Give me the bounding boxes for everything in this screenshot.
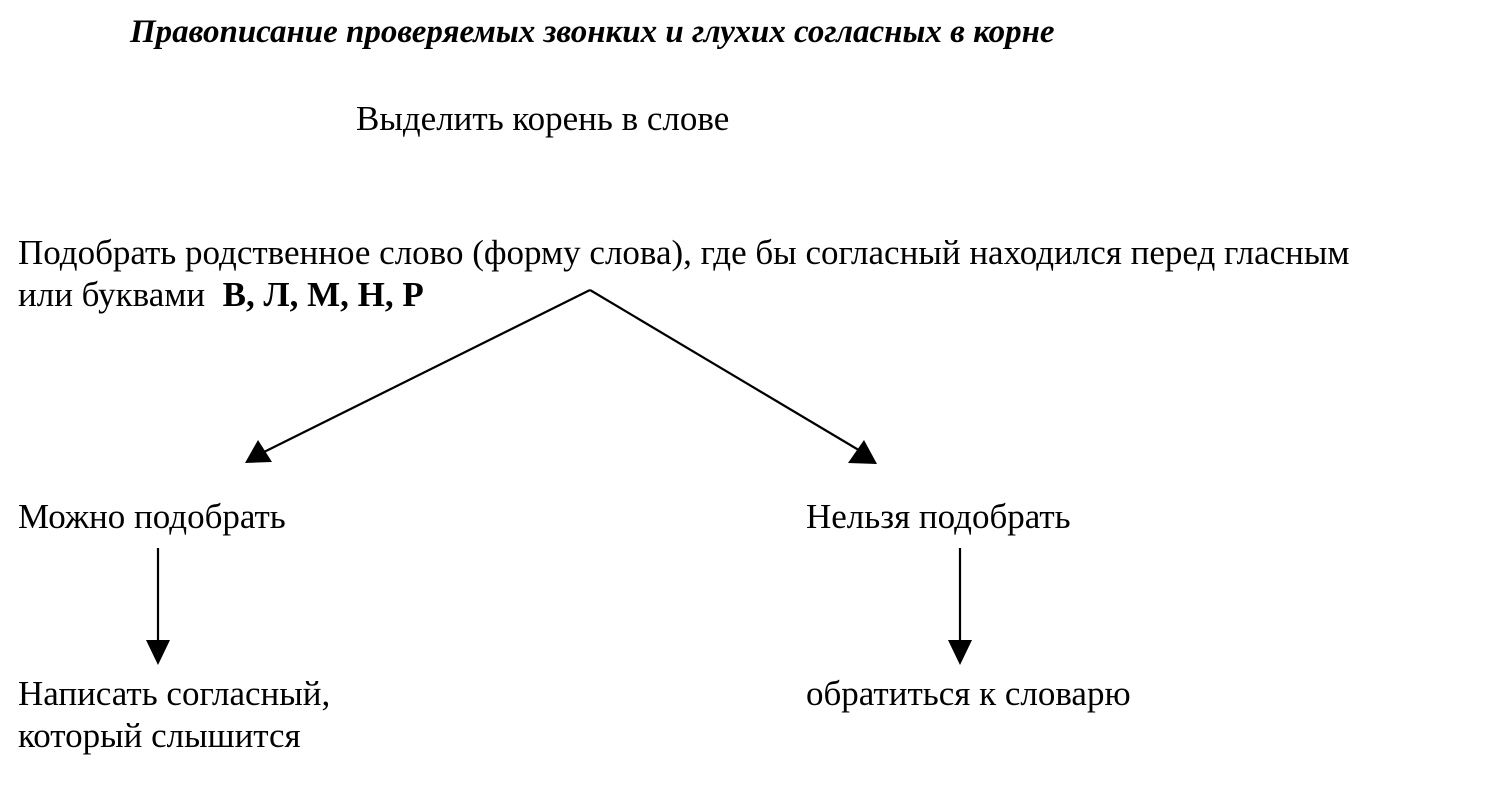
step-find-related-word-line1: Подобрать родственное слово (форму слова… bbox=[18, 233, 1350, 272]
branch-can-find: Можно подобрать bbox=[18, 497, 286, 536]
arrow-head-left-diag bbox=[245, 440, 272, 463]
step-letters: В, Л, М, Н, Р bbox=[222, 275, 424, 314]
page-title: Правописание проверяемых звонких и глухи… bbox=[130, 14, 1055, 50]
arrow-head-left-down bbox=[146, 640, 170, 665]
step-find-related-word-prefix: или буквами bbox=[18, 275, 206, 314]
branch-cannot-find: Нельзя подобрать bbox=[806, 497, 1071, 536]
result-write-heard-consonant: Написать согласный, который слышится bbox=[18, 673, 330, 757]
arrow-head-right-diag bbox=[848, 440, 877, 464]
step-find-related-word: Подобрать родственное слово (форму слова… bbox=[18, 232, 1350, 316]
step-find-related-word-line2: или буквами В, Л, М, Н, Р bbox=[18, 274, 1350, 316]
result-write-heard-consonant-line2: который слышится bbox=[18, 716, 301, 755]
result-write-heard-consonant-line1: Написать согласный, bbox=[18, 674, 331, 713]
result-consult-dictionary: обратиться к словарю bbox=[806, 674, 1131, 713]
arrow-head-right-down bbox=[948, 640, 972, 665]
step-highlight-root: Выделить корень в слове bbox=[356, 99, 730, 138]
